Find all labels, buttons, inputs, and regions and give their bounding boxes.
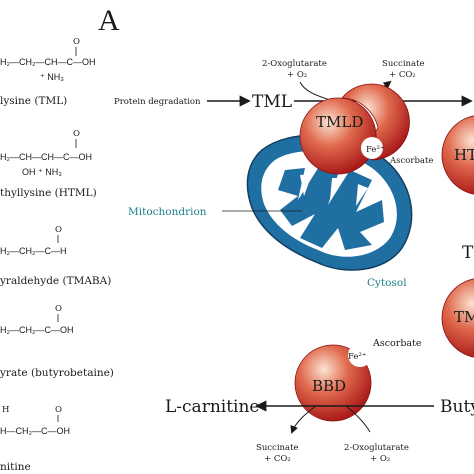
enzyme-right-2: [441, 278, 474, 358]
tml-label: TML: [252, 92, 292, 112]
structure-butyrobetaine: O H₂—CH₂—C—OH yrate (butyrobetaine): [0, 304, 114, 379]
html-partial-label: HT: [454, 146, 474, 164]
tm-partial-label: TM: [454, 308, 474, 326]
structure-formula: H₂—CH₂—C—OH: [0, 325, 74, 335]
cosubstrate-in-arrow-bottom: [345, 405, 371, 433]
structure-name: thyllysine (HTML): [0, 187, 97, 199]
enzyme-tmld: TMLD: [299, 83, 410, 175]
enzyme-right-1: [441, 115, 474, 195]
mitochondrion-label: Mitochondrion: [128, 206, 207, 218]
carbonyl-o: O: [55, 225, 62, 235]
oxoglutarate-top: 2-Oxoglutarate: [262, 59, 327, 69]
t-partial-label: T: [462, 243, 474, 263]
structure-html: O H₂—CH—CH—C—OH OH ⁺ NH₃ thyllysine (HTM…: [0, 129, 97, 199]
fe-bottom: Fe²⁺: [348, 352, 366, 362]
structure-formula: H₂—CH—CH—C—OH: [0, 152, 92, 162]
structure-name: lysine (TML): [0, 95, 67, 107]
cytosol-label: Cytosol: [367, 277, 407, 289]
ascorbate-top: Ascorbate: [389, 156, 433, 166]
structure-formula: H₂—CH₂—CH—C—OH: [0, 57, 95, 67]
structure-substituent: OH ⁺ NH₃: [22, 167, 62, 177]
cosubstrate-in-arrow: [299, 81, 331, 101]
hydroxyl-h: H: [2, 405, 9, 415]
bbd-label: BBD: [312, 377, 346, 395]
structure-formula: H—CH₂—C—OH: [0, 426, 70, 436]
carbonyl-o: O: [55, 405, 62, 415]
succinate-bottom: Succinate: [256, 443, 299, 453]
structure-tml: O H₂—CH₂—CH—C—OH ⁺ NH₃ lysine (TML): [0, 37, 95, 107]
coproduct-out-arrow-bottom: [290, 405, 317, 434]
structure-carnitine: H O H—CH₂—C—OH nitine: [0, 405, 70, 473]
panel-letter: A: [98, 4, 120, 37]
carbonyl-o: O: [73, 37, 80, 47]
succinate-top: Succinate: [382, 59, 425, 69]
o2-bottom: + O₂: [370, 454, 390, 464]
carbonyl-o: O: [73, 129, 80, 139]
buty-partial-label: Buty: [440, 397, 474, 417]
co2-bottom: + CO₂: [264, 454, 291, 464]
protein-degradation-label: Protein degradation: [114, 97, 201, 107]
tmld-label: TMLD: [316, 113, 363, 131]
structure-tmaba: O H₂—CH₂—C—H yraldehyde (TMABA): [0, 225, 111, 287]
enzyme-bbd: BBD: [294, 343, 372, 422]
structure-name: yrate (butyrobetaine): [0, 367, 114, 379]
co2-top: + CO₂: [389, 70, 416, 80]
structure-substituent: ⁺ NH₃: [40, 72, 64, 82]
structure-name: yraldehyde (TMABA): [0, 275, 111, 287]
oxoglutarate-bottom: 2-Oxoglutarate: [344, 443, 409, 453]
mitochondrion: [246, 134, 413, 271]
fe-top: Fe²⁺: [366, 145, 384, 155]
carbonyl-o: O: [55, 304, 62, 314]
structure-formula: H₂—CH₂—C—H: [0, 246, 67, 256]
structure-name: nitine: [0, 461, 31, 473]
l-carnitine-label: L-carnitine: [165, 397, 259, 417]
o2-top: + O₂: [287, 70, 307, 80]
ascorbate-bottom: Ascorbate: [372, 338, 422, 349]
